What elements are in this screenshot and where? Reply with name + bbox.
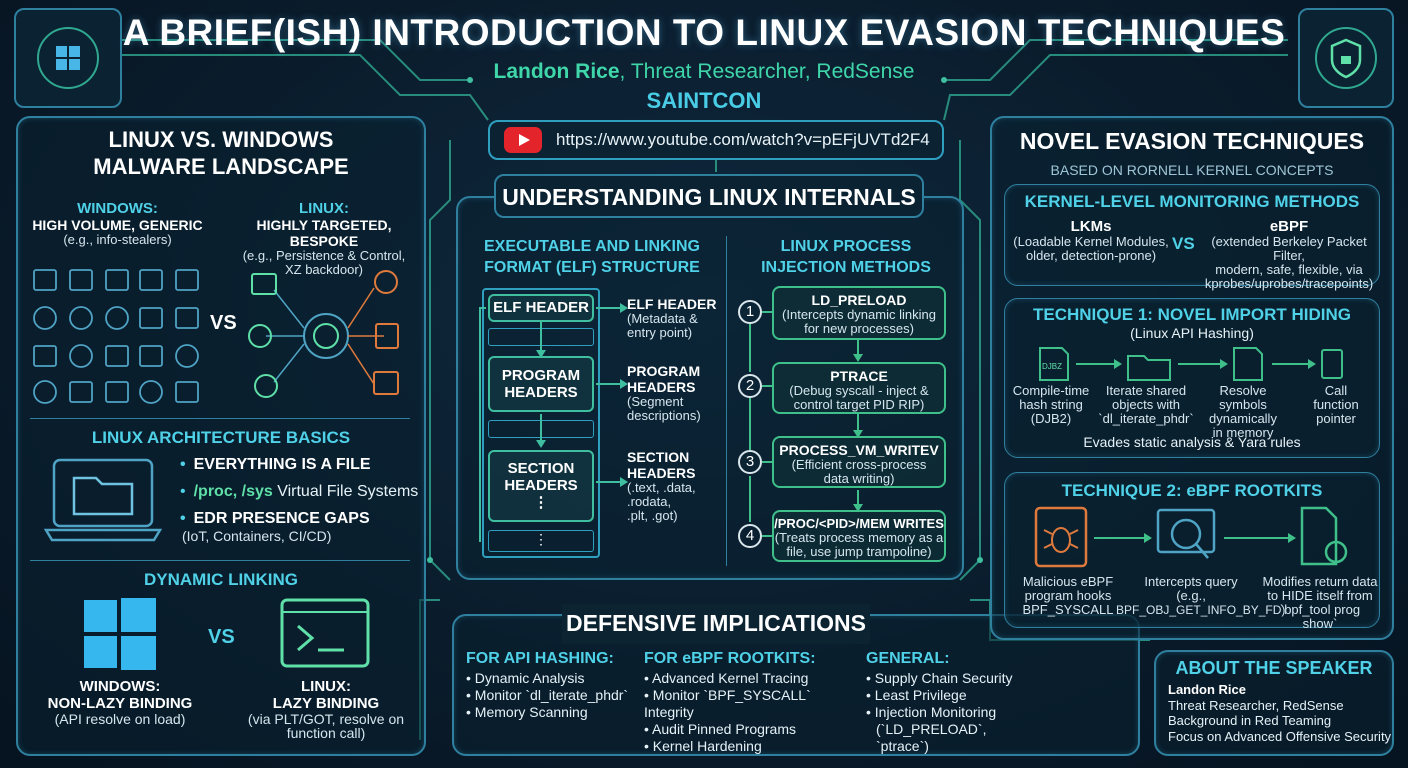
magnifier-icon [1156,508,1216,559]
linux-example-2: XZ backdoor) [284,262,364,277]
technique-1-footer: Evades static analysis & Yara rules [1083,434,1301,450]
dyn-title: DYNAMIC LINKING [144,570,298,589]
linux-label: LINUX: [299,200,349,217]
landscape-title-line2: MALWARE LANDSCAPE [93,154,349,179]
step-number-2: 2 [738,374,762,398]
folder-icon [44,458,162,542]
ebpf-block: eBPF (extended Berkeley Packet Filter, m… [1204,218,1374,291]
technique-1-flow-icons [1039,347,1343,381]
arch-item-3-detail: (IoT, Containers, CI/CD) [182,528,332,544]
lkm-block: LKMs (Loadable Kernel Modules, older, de… [1013,218,1169,263]
windows-desc: HIGH VOLUME, GENERIC [32,217,203,233]
injection-step-ptrace: PTRACE (Debug syscall - inject & control… [772,362,946,414]
landscape-title: LINUX VS. WINDOWS MALWARE LANDSCAPE [16,126,426,180]
step-number-1: 1 [738,300,762,324]
elf-header-box: ELF HEADER [488,294,594,322]
page-title: A BRIEF(ISH) INTRODUCTION TO LINUX EVASI… [122,12,1286,53]
novel-title: NOVEL EVASION TECHNIQUES [1019,128,1365,154]
technique-2-flow-icons [1034,506,1348,568]
about-panel [1154,650,1394,756]
windows-icon [84,598,156,670]
bug-icon [1034,506,1088,568]
about-title: ABOUT THE SPEAKER [1175,658,1373,678]
injection-step-proc-mem: /PROC/<PID>/MEM WRITES (Treats process m… [772,510,946,562]
kernel-title: KERNEL-LEVEL MONITORING METHODS [1024,192,1360,211]
elf-title: EXECUTABLE AND LINKING FORMAT (ELF) STRU… [484,238,700,276]
elf-stack [482,288,600,558]
linux-binding: LINUX: LAZY BINDING (via PLT/GOT, resolv… [247,678,405,741]
windows-malware-icon-grid [33,269,199,404]
elf-label-3: SECTION HEADERS (.text, .data, .rodata, … [627,449,696,523]
internals-title: UNDERSTANDING LINUX INTERNALS [494,174,924,218]
windows-landscape: WINDOWS: HIGH VOLUME, GENERIC (e.g., inf… [30,200,205,247]
divider [30,560,410,561]
about-body: Landon Rice Threat Researcher, RedSense … [1168,682,1392,744]
defensive-col-general: GENERAL: • Supply Chain Security • Least… [866,650,1013,754]
injection-step-process-vm-writev: PROCESS_VM_WRITEV (Efficient cross-proce… [772,436,946,488]
step-number-3: 3 [738,450,762,474]
defensive-title: DEFENSIVE IMPLICATIONS [562,604,870,644]
youtube-icon [504,127,542,153]
shield-logo-badge [1298,8,1394,108]
windows-example: (e.g., info-stealers) [63,232,172,247]
step-number-4: 4 [738,524,762,548]
windows-icon [37,27,99,89]
technique-2-title: TECHNIQUE 2: eBPF ROOTKITS [1061,481,1323,500]
injection-title: LINUX PROCESS INJECTION METHODS [761,238,931,276]
linux-desc: HIGHLY TARGETED, BESPOKE [256,217,392,249]
linux-targeted-hub-graphic [248,270,399,398]
shield-icon [1315,27,1377,89]
technique-1-subtitle: (Linux API Hashing) [1130,325,1254,341]
speaker-line: Landon Rice, Threat Researcher, RedSense [0,60,1408,84]
kernel-vs: VS [1172,234,1195,253]
defensive-col-ebpf: FOR eBPF ROOTKITS: • Advanced Kernel Tra… [644,650,816,754]
injection-connectors [749,311,863,537]
divider [30,418,410,419]
injection-step-ld-preload: LD_PRELOAD (Intercepts dynamic linking f… [772,286,946,340]
landscape-vs: VS [210,312,237,334]
windows-binding: WINDOWS: NON-LAZY BINDING (API resolve o… [47,678,193,727]
arch-item-2: •/proc, /sys Virtual File Systems [180,483,419,500]
technique-1-box [1004,298,1380,458]
video-url[interactable]: https://www.youtube.com/watch?v=pEFjUVTd… [556,130,930,149]
speaker-role: , Threat Researcher, RedSense [619,60,915,83]
document-icon [1300,506,1348,566]
kernel-methods-box [1004,184,1380,286]
arch-list: •EVERYTHING IS A FILE •/proc, /sys Virtu… [180,456,420,544]
technique-1-title: TECHNIQUE 1: NOVEL IMPORT HIDING [1033,305,1351,324]
t2-step-2: Intercepts query(e.g.,BPF_OBJ_GET_INFO_B… [1116,574,1286,618]
elf-arrows [479,303,628,542]
elf-label-1: ELF HEADER (Metadata & entry point) [627,296,717,340]
djb2-icon-label: DJBZ [1042,362,1062,371]
linux-landscape: LINUX: HIGHLY TARGETED, BESPOKE (e.g., P… [226,200,422,277]
elf-label-2: PROGRAM HEADERS (Segment descriptions) [627,363,701,423]
windows-label: WINDOWS: [77,200,158,217]
defensive-col-api-hashing: FOR API HASHING: • Dynamic Analysis • Mo… [466,650,629,720]
arch-item-1: •EVERYTHING IS A FILE [180,456,371,473]
arch-title: LINUX ARCHITECTURE BASICS [91,428,351,447]
speaker-name: Landon Rice [493,60,620,83]
video-link[interactable]: https://www.youtube.com/watch?v=pEFjUVTd… [488,120,944,160]
landscape-title-line1: LINUX VS. WINDOWS [108,127,334,152]
novel-subtitle: BASED ON RORNELL KERNEL CONCEPTS [1050,162,1334,178]
windows-logo-badge [14,8,122,108]
conference-name: SAINTCON [646,88,762,113]
center-divider [726,236,727,566]
dyn-vs: VS [208,626,235,648]
terminal-icon [280,598,370,668]
linux-example-1: (e.g., Persistence & Control, [242,248,406,263]
arch-item-3: •EDR PRESENCE GAPS [180,510,370,527]
elf-tail-box: ⋮ [488,530,594,552]
